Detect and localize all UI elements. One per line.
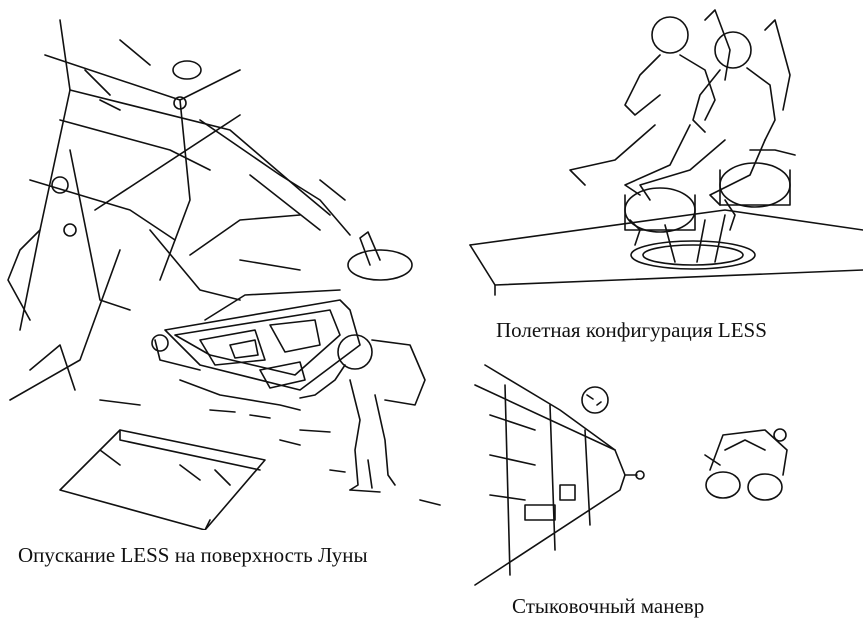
caption-flight-configuration: Полетная конфигурация LESS [496, 318, 767, 342]
lunar-ground [59, 399, 441, 530]
caption-docking-maneuver: Стыковочный маневр [512, 594, 705, 618]
astronaut-left [569, 9, 731, 196]
moon-disc [581, 386, 609, 414]
lunar-module-frame [7, 19, 413, 401]
flight-config-illustration [465, 0, 863, 305]
less-in-flight [704, 428, 788, 501]
less-platform [149, 214, 361, 411]
docking-illustration [465, 355, 863, 590]
less-vehicle [624, 149, 796, 263]
astronaut-figure [299, 334, 426, 493]
astronaut-right [639, 19, 791, 206]
lowering-illustration [0, 0, 470, 530]
landing-pad [469, 209, 863, 296]
command-module [474, 364, 645, 586]
caption-lowering-less: Опускание LESS на поверхность Луны [18, 543, 368, 567]
